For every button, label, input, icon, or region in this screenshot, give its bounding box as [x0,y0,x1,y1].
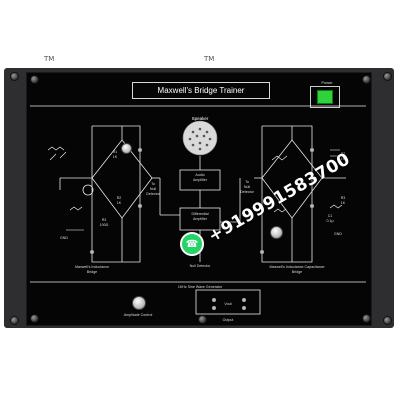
screw-icon [10,316,19,325]
screw-icon [30,314,39,323]
left-r2-label: R2 1K [116,196,122,205]
right-r2-label: R2 1K [340,152,346,161]
screw-icon [198,315,207,324]
screw-icon [10,72,19,81]
left-null-detector-label: To Null Detector [146,182,160,196]
power-switch[interactable] [317,90,333,104]
screw-icon [30,75,39,84]
vout-label: Vout [224,302,232,306]
amplitude-control-label: Amplitude Control [123,313,153,317]
left-r1-label: R1 1K [112,150,118,159]
output-label: Output [222,318,234,322]
whatsapp-icon: ☎ [180,232,204,256]
sine-generator-label: 1KHz Sine Wave Generator [177,285,223,289]
differential-amplifier-label: Differential Amplifier [191,212,209,221]
trademark-mark: TM [44,55,55,63]
panel-title: Maxwell's Bridge Trainer [132,82,270,99]
trainer-panel [26,72,372,326]
right-null-detector-label: To Null Detector [240,180,254,194]
power-label: Power [321,80,333,85]
audio-amplifier-label: Audio Amplifier [193,173,207,182]
right-bridge-label: Maxwell's Inductance Capacitance Bridge [269,265,325,274]
amplitude-control-knob[interactable] [132,296,146,310]
power-switch-housing [310,86,340,108]
trademark-mark: TM [204,55,215,63]
screw-icon [362,75,371,84]
speaker-label: Speaker [191,116,209,121]
right-gnd-label: GND [334,232,342,236]
screw-icon [383,72,392,81]
left-r3-label: R3 100Ω [99,218,109,227]
left-potentiometer-knob[interactable] [121,143,132,154]
screw-icon [362,314,371,323]
left-bridge-label: Maxwell's Inductance Bridge [74,265,110,274]
right-potentiometer-knob[interactable] [270,226,283,239]
null-detector-label: Null Detector [189,264,211,268]
right-r3-label: R3 1K [340,196,346,205]
right-c1-label: C1 0.1µ [326,214,334,223]
left-gnd-label: GND [60,236,68,240]
screw-icon [383,316,392,325]
